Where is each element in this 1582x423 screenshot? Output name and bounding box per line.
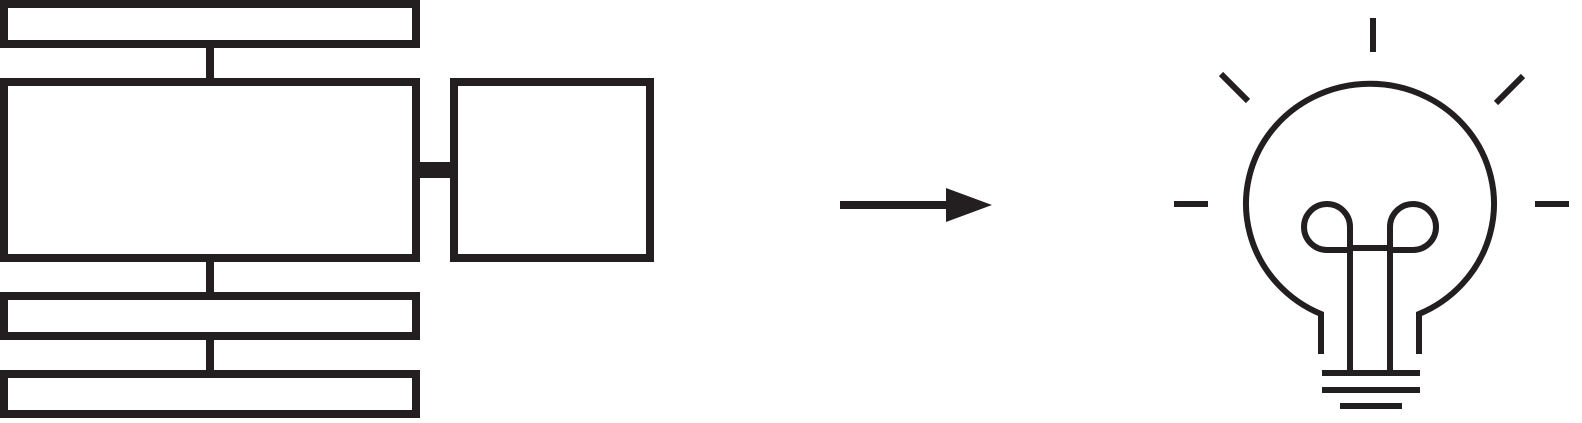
box-lower-1 (0, 292, 420, 340)
arrow-right-icon (840, 188, 992, 222)
box-main (0, 78, 420, 262)
filament-left (1301, 201, 1353, 370)
filament-right (1387, 201, 1439, 370)
flow-structure (0, 0, 654, 418)
light-ray-upper-left (1218, 71, 1251, 104)
lightbulb-icon (1174, 18, 1569, 409)
light-ray-upper-right (1493, 73, 1526, 106)
bulb-glass (1243, 80, 1497, 354)
box-side (450, 78, 654, 262)
box-top (0, 0, 420, 48)
box-lower-2 (0, 370, 420, 418)
